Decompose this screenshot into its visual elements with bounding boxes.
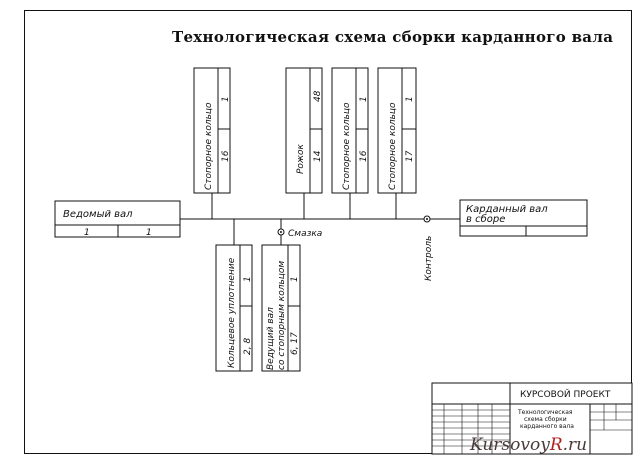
top-part-4-name: Стопорное кольцо [388,102,398,190]
top-part-1-pos: 16 [221,150,231,162]
stamp-header: КУРСОВОЙ ПРОЕКТ [520,388,611,400]
top-part-3: Стопорное кольцо 16 1 [331,67,369,219]
bottom-part-1-qty: 1 [243,276,253,282]
watermark-tail: .ru [563,435,587,455]
bottom-part-1-name: Кольцевое уплотнение [227,257,237,368]
top-part-4-pos: 17 [405,150,415,162]
base-part-box: Ведомый вал 1 1 [54,200,181,238]
top-part-1-name: Стопорное кольцо [204,102,214,190]
drawing-title: Технологическая схема сборки карданного … [172,28,614,46]
bottom-part-2-name-line1: Ведущий вал [266,307,276,370]
top-part-2-name: Рожок [296,143,306,174]
bottom-part-2-pos: 6, 17 [290,332,300,355]
base-part-name: Ведомый вал [63,209,133,220]
title-block: КУРСОВОЙ ПРОЕКТ Технологическая схема сб… [431,382,633,455]
drawing-frame [24,10,632,454]
stamp-doc-title-line2: схема сборки [524,416,567,423]
bottom-part-1: Кольцевое уплотнение 2, 8 1 [215,219,253,372]
top-part-2-pos: 14 [313,150,323,162]
result-name-line1: Карданный вал [466,204,548,215]
top-part-3-name: Стопорное кольцо [342,102,352,190]
top-part-4: Стопорное кольцо 17 1 [377,67,417,219]
lubrication-label: Смазка [288,229,322,239]
top-part-1-qty: 1 [221,96,231,102]
result-name-line2: в сборе [466,213,505,225]
bottom-part-1-pos: 2, 8 [243,338,253,355]
bottom-part-2-name-line2: со стопорным кольцом [277,261,287,370]
top-part-2: Рожок 14 48 [285,67,323,219]
watermark-accent: R [549,435,563,455]
svg-text:KursovoyR.ru: KursovoyR.ru [469,435,587,455]
lubrication-operation: Смазка [277,219,322,239]
top-part-1: Стопорное кольцо 16 1 [193,67,231,219]
base-part-pos: 1 [84,228,90,238]
stamp-doc-title-line1: Технологическая [517,409,573,416]
watermark-text: Kursovoy [469,435,550,455]
stamp-doc-title-line3: карданного вала [520,423,574,430]
bottom-part-2: Ведущий вал со стопорным кольцом 6, 17 1 [261,219,301,372]
top-part-2-qty: 48 [313,90,323,102]
base-part-qty: 1 [146,228,152,238]
result-box: Карданный вал в сборе [459,199,588,237]
control-label: Контроль [424,236,434,281]
bottom-part-2-qty: 1 [290,276,300,282]
control-operation: Контроль [423,215,434,281]
top-part-3-pos: 16 [359,150,369,162]
top-part-3-qty: 1 [359,96,369,102]
top-part-4-qty: 1 [405,96,415,102]
watermark: KursovoyR.ru [469,435,587,455]
